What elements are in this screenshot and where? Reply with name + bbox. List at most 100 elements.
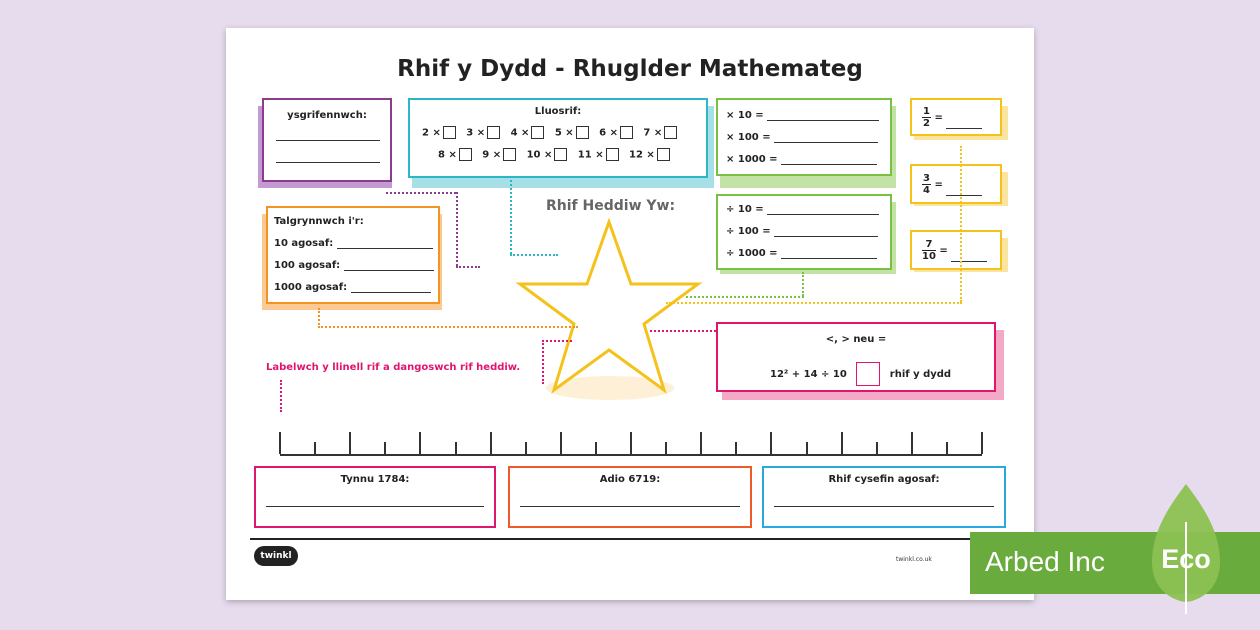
equals: =	[934, 179, 943, 191]
multiple-item: 12 ×	[629, 149, 655, 161]
connector	[280, 380, 282, 412]
answer-square[interactable]	[554, 148, 568, 161]
number-line	[280, 454, 982, 456]
multiple-item: 6 ×	[599, 127, 618, 139]
leaf-icon	[1152, 484, 1220, 614]
multiple-item: 9 ×	[482, 149, 502, 161]
equals: =	[939, 245, 948, 257]
major-tick	[630, 432, 632, 454]
compare-box: <, > neu = 12² + 14 ÷ 10 rhif y dydd	[716, 322, 996, 392]
minor-tick	[594, 442, 597, 454]
connector	[456, 192, 458, 266]
minor-tick	[875, 442, 878, 454]
answer-line[interactable]	[781, 258, 878, 259]
compare-answer-square[interactable]	[856, 362, 881, 386]
todays-number-label: Rhif Heddiw Yw:	[546, 198, 676, 214]
equals: =	[934, 112, 943, 124]
multiply-row: × 10 =	[726, 110, 764, 121]
write-line[interactable]	[276, 140, 380, 141]
page-title: Rhif y Dydd - Rhuglder Mathemateg	[397, 56, 863, 82]
connector	[802, 272, 804, 296]
answer-line[interactable]	[266, 506, 484, 507]
answer-square[interactable]	[458, 148, 472, 161]
rounding-row: 1000 agosaf:	[274, 282, 348, 293]
connector	[686, 296, 804, 298]
connector	[542, 340, 544, 384]
major-tick	[700, 432, 703, 454]
footer-url: twinkl.co.uk	[896, 556, 932, 563]
answer-line[interactable]	[774, 142, 879, 143]
subtract-label: Tynnu 1784:	[340, 474, 410, 485]
connector	[510, 254, 558, 256]
answer-line[interactable]	[946, 128, 983, 129]
connector	[318, 326, 578, 328]
write-line[interactable]	[276, 162, 380, 163]
multiple-item: 7 ×	[643, 127, 663, 139]
add-box: Adio 6719:	[508, 466, 752, 528]
connector	[666, 302, 962, 304]
twinkl-logo: twinkl	[254, 546, 298, 566]
divide-box: ÷ 10 = ÷ 100 = ÷ 1000 =	[716, 194, 892, 270]
answer-line[interactable]	[336, 248, 433, 249]
answer-line[interactable]	[946, 195, 983, 196]
answer-square[interactable]	[487, 126, 501, 139]
minor-tick	[735, 442, 738, 454]
connector	[318, 308, 320, 328]
connector	[456, 266, 480, 268]
answer-square[interactable]	[605, 148, 619, 161]
major-tick	[910, 432, 913, 454]
answer-square[interactable]	[503, 148, 517, 161]
add-label: Adio 6719:	[599, 474, 661, 485]
multiply-row: × 100 =	[726, 132, 771, 143]
divide-row: ÷ 10 =	[726, 204, 764, 215]
answer-square[interactable]	[664, 126, 678, 139]
major-tick	[981, 432, 983, 454]
minor-tick	[454, 442, 457, 454]
answer-line[interactable]	[350, 292, 431, 293]
answer-line[interactable]	[774, 236, 879, 237]
write-box: ysgrifennwch:	[262, 98, 392, 182]
answer-line[interactable]	[767, 214, 880, 215]
minor-tick	[314, 442, 317, 454]
answer-line[interactable]	[343, 270, 434, 271]
answer-line[interactable]	[767, 120, 880, 121]
answer-line[interactable]	[520, 506, 740, 507]
answer-square[interactable]	[531, 126, 545, 139]
connector	[650, 330, 716, 332]
major-tick	[419, 432, 422, 454]
answer-line[interactable]	[951, 261, 988, 262]
minor-tick	[384, 442, 387, 454]
eco-text: Eco	[1161, 544, 1211, 574]
footer-rule	[250, 538, 1010, 540]
connector	[960, 146, 962, 302]
connector	[542, 340, 572, 342]
connector	[386, 192, 456, 194]
minor-tick	[805, 442, 808, 454]
answer-square[interactable]	[575, 126, 589, 139]
multiple-item: 2 ×	[422, 127, 441, 139]
rounding-label: Talgrynnwch i'r:	[274, 216, 364, 227]
minor-tick	[945, 442, 948, 454]
answer-line[interactable]	[774, 506, 994, 507]
worksheet: Rhif y Dydd - Rhuglder Mathemateg ysgrif…	[226, 28, 1034, 600]
multiple-item: 4 ×	[510, 127, 530, 139]
multiple-item: 3 ×	[466, 127, 486, 139]
divide-row: ÷ 100 =	[726, 226, 771, 237]
answer-square[interactable]	[442, 126, 456, 139]
multiple-item: 10 ×	[526, 149, 553, 161]
multiple-item: 11 ×	[577, 149, 604, 161]
multiply-row: × 1000 =	[726, 154, 778, 165]
answer-square[interactable]	[619, 126, 633, 139]
major-tick	[840, 432, 843, 454]
rounding-row: 10 agosaf:	[274, 238, 334, 249]
answer-square[interactable]	[656, 148, 670, 161]
rounding-row: 100 agosaf:	[274, 260, 341, 271]
divide-row: ÷ 1000 =	[726, 248, 778, 259]
compare-label: <, > neu =	[825, 334, 887, 345]
rounding-box: Talgrynnwch i'r: 10 agosaf: 100 agosaf: …	[266, 206, 440, 304]
answer-line[interactable]	[781, 164, 878, 165]
connector	[510, 180, 512, 254]
